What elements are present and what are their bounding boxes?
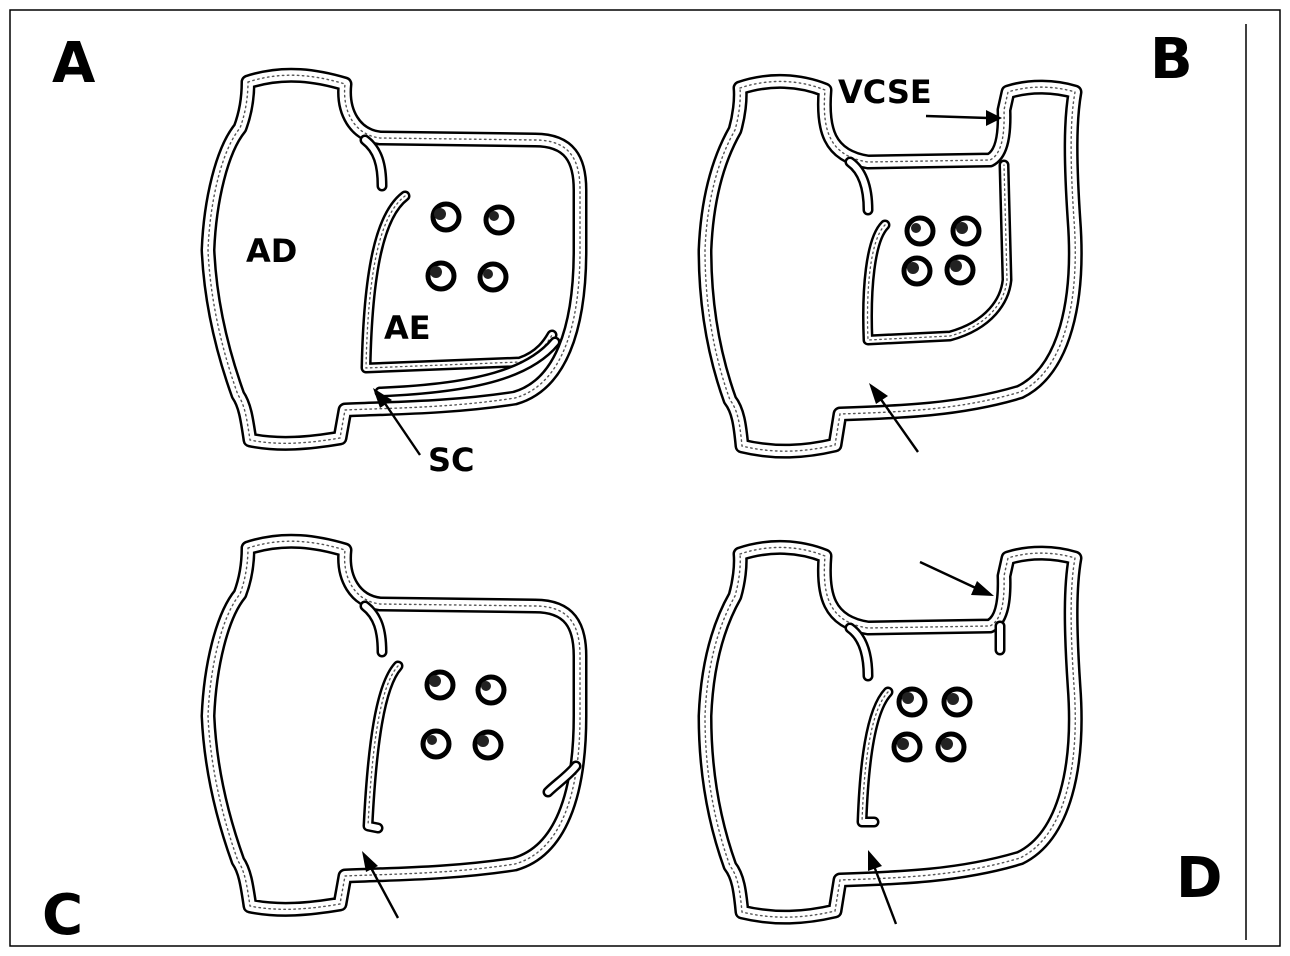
panel-c-pulmonary-veins — [423, 672, 504, 758]
panel-d-letter: D — [1176, 846, 1222, 911]
panel-b-left-svc-arrow — [926, 110, 1002, 126]
panel-a-label-right-atrium: AD — [246, 232, 297, 270]
panel-b-label-left-svc: VCSE — [838, 73, 932, 111]
panel-c-atrial-wall — [208, 541, 580, 909]
panel-a: A AD AE SC — [52, 31, 580, 479]
panel-d-left-svc-arrow — [920, 562, 994, 596]
panel-b-left-atrium-wall — [868, 165, 1007, 340]
panel-b-atrial-wall — [705, 81, 1075, 451]
panel-d-atrial-wall — [705, 547, 1075, 917]
panel-b-letter: B — [1150, 27, 1193, 92]
panel-c-septum — [368, 666, 398, 828]
panel-d-septum — [862, 692, 888, 822]
panel-a-label-left-atrium: AE — [384, 309, 431, 347]
panel-d-pulmonary-veins — [894, 689, 970, 760]
panel-d — [705, 547, 1075, 924]
panel-c-letter: C — [42, 883, 83, 948]
panel-a-pulmonary-veins — [428, 204, 512, 290]
panel-c-coronary-sinus-arrow — [362, 851, 398, 918]
panel-c — [208, 541, 580, 918]
panel-d-coronary-sinus-arrow — [868, 850, 896, 924]
figure-frame — [10, 10, 1280, 946]
panel-b: B VCSE — [705, 27, 1193, 452]
panel-a-letter: A — [52, 31, 96, 96]
panel-a-coronary-sinus-arrow — [373, 388, 420, 455]
panel-a-label-coronary-sinus: SC — [428, 441, 475, 479]
panel-b-pulmonary-veins — [904, 218, 979, 284]
